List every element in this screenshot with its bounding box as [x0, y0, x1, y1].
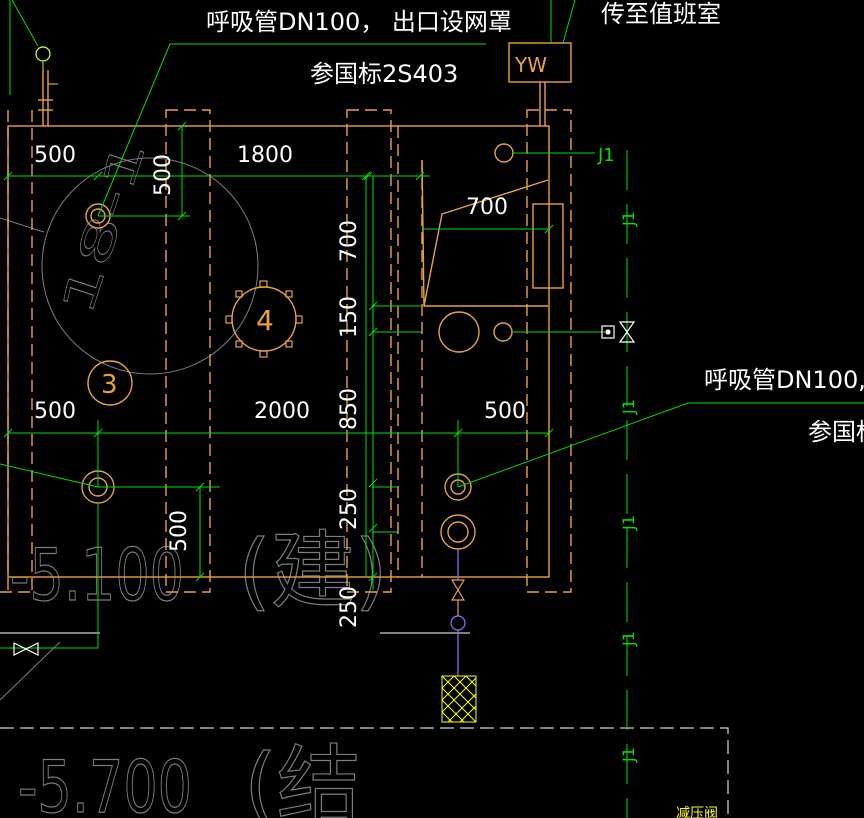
grey-stroke-1 [0, 217, 45, 233]
dim-500-left-mid: 500 [34, 399, 76, 424]
grey-layer [0, 157, 259, 701]
equip-line [423, 179, 549, 307]
circle-3-label: 3 [101, 370, 118, 400]
j1-label: J1 [619, 747, 638, 763]
valve-bottom [450, 579, 466, 592]
watermark-jian: (建) [238, 522, 388, 620]
dim-150-vert: 150 [337, 296, 362, 338]
valve-box-j1 [601, 325, 615, 339]
pipe-mid-right [438, 311, 480, 353]
equip-box [421, 159, 548, 307]
circle-4-label: 4 [256, 304, 274, 337]
gear-teeth [225, 280, 303, 358]
note-top-vent: 呼吸管DN100， 出口设网罩 [206, 8, 512, 36]
pipe-right-2 [440, 514, 476, 550]
dim-850-vert: 850 [337, 388, 362, 430]
valve-left [13, 642, 28, 656]
yw-box [508, 42, 572, 83]
leader-right-vent [457, 402, 864, 488]
notes: 呼吸管DN100， 出口设网罩 参国标2S403 传至值班室 呼吸管DN100,… [206, 0, 864, 818]
dim-700-equip: 700 [466, 195, 508, 220]
j1-label: J1 [619, 399, 638, 415]
dim-1800: 1800 [237, 143, 293, 168]
filter-box [441, 675, 477, 723]
bottom-pipe [450, 549, 466, 676]
dim-2000: 2000 [254, 399, 310, 424]
dim-500-vert-top: 500 [151, 154, 176, 196]
gauge-symbol [35, 46, 58, 85]
dim-250-vert-a: 250 [337, 488, 362, 530]
dim-500-vert-bottom: 500 [167, 510, 192, 552]
dim-250-vert-b: 250 [337, 586, 362, 628]
dim-500-right-mid: 500 [484, 399, 526, 424]
bottom-pipe-circle [450, 615, 466, 631]
dim-texts: 500 1800 700 500 2000 500 500 700 150 85… [34, 143, 526, 628]
note-duty-room: 传至值班室 [601, 0, 721, 28]
pipe-small-right [493, 322, 513, 342]
floor-line [0, 632, 729, 818]
large-grey-circle [41, 157, 259, 375]
leader-top-vent [97, 43, 486, 217]
dim-500-top-left: 500 [34, 143, 76, 168]
pipe-j1 [494, 143, 514, 163]
j1-label: J1 [619, 631, 638, 647]
equipment-circles [81, 143, 514, 550]
tank-walls [0, 42, 572, 593]
watermark-elev-5100: -5.100 [10, 534, 184, 618]
j1-top-label: J1 [597, 145, 615, 166]
dim-700-vert: 700 [337, 220, 362, 262]
note-top-ref: 参国标2S403 [310, 60, 458, 88]
valve-j1 [618, 321, 636, 334]
grey-diagonal [0, 641, 61, 701]
note-right-ref: 参国标 [808, 418, 864, 446]
j1-labels: J1 J1 J1 J1 J1 J1 [597, 145, 638, 763]
note-right-vent: 呼吸管DN100, [704, 366, 864, 394]
pipe-circle-3 [87, 360, 133, 406]
watermark-jie: (结 [244, 736, 361, 818]
j1-label: J1 [619, 515, 638, 531]
note-bottom-right: 减压阀 [676, 806, 718, 818]
j1-label: J1 [619, 211, 638, 227]
yw-label: YW [514, 53, 547, 77]
equip-slot [532, 203, 564, 289]
watermark-elev-5700: -5.700 [18, 746, 192, 818]
